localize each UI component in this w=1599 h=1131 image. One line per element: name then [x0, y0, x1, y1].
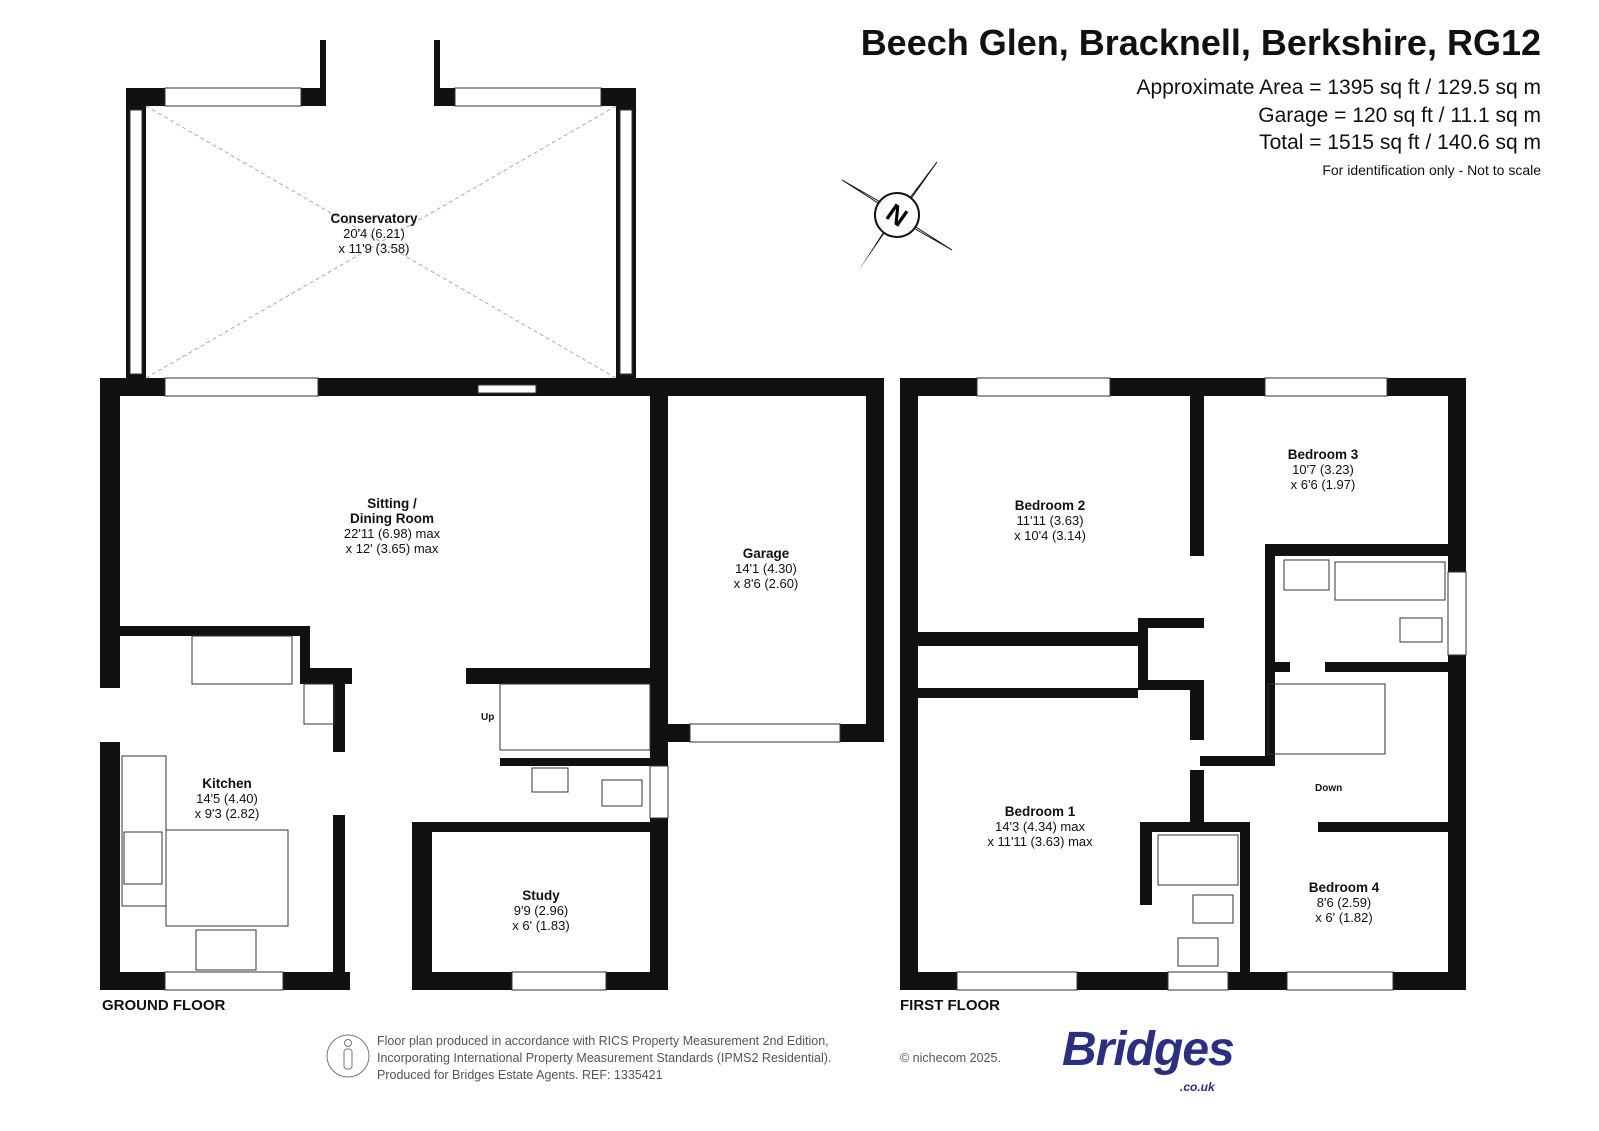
- first-floor-label: FIRST FLOOR: [900, 997, 1000, 1014]
- walls: [100, 40, 1466, 990]
- wall: [1325, 662, 1448, 672]
- wall: [300, 626, 310, 672]
- fixture: [1283, 559, 1330, 591]
- footer-line-1: Floor plan produced in accordance with R…: [377, 1034, 829, 1048]
- fixture: [499, 683, 651, 751]
- wall: [1190, 396, 1204, 556]
- fixture: [1192, 894, 1234, 924]
- window: [454, 87, 602, 107]
- window: [164, 377, 319, 397]
- window: [976, 377, 1111, 397]
- fixture: [1267, 683, 1386, 755]
- wall: [650, 378, 668, 990]
- footer-line-3: Produced for Bridges Estate Agents. REF:…: [377, 1068, 663, 1082]
- wall: [1190, 770, 1204, 822]
- scale-note: For identification only - Not to scale: [1322, 162, 1541, 178]
- wall: [1265, 672, 1275, 756]
- footer-line-2: Incorporating International Property Mea…: [377, 1051, 832, 1065]
- fixture: [1177, 937, 1219, 967]
- approximate-area: Approximate Area = 1395 sq ft / 129.5 sq…: [1136, 76, 1542, 99]
- window: [511, 971, 607, 991]
- wall: [333, 684, 345, 752]
- bridges-logo-domain: .co.uk: [1180, 1080, 1215, 1094]
- wall: [900, 378, 918, 990]
- wall: [1318, 822, 1448, 832]
- window: [1264, 377, 1388, 397]
- wall: [1140, 822, 1152, 905]
- wall: [100, 378, 120, 688]
- wall: [1265, 544, 1275, 672]
- window: [164, 971, 284, 991]
- fixture: [191, 635, 293, 685]
- wall: [1138, 680, 1204, 690]
- wall: [333, 815, 345, 972]
- fixture: [123, 831, 163, 885]
- window: [1167, 971, 1229, 991]
- wall: [300, 668, 352, 684]
- wall: [1265, 662, 1290, 672]
- fixture: [165, 829, 289, 927]
- windows: [129, 87, 1467, 991]
- garage-area: Garage = 120 sq ft / 11.1 sq m: [1258, 104, 1541, 127]
- wall: [120, 626, 310, 636]
- wall: [466, 668, 650, 684]
- scale-person-icon: [326, 1034, 370, 1078]
- window: [956, 971, 1078, 991]
- window: [164, 87, 302, 107]
- fixture: [195, 929, 257, 971]
- fixture: [601, 779, 643, 807]
- wall: [1200, 756, 1275, 766]
- fixtures: [121, 559, 1446, 971]
- wall: [412, 822, 432, 990]
- wall: [1138, 618, 1204, 628]
- window: [619, 109, 633, 375]
- stairs-down-label: Down: [1315, 783, 1343, 794]
- window: [1286, 971, 1394, 991]
- property-title: Beech Glen, Bracknell, Berkshire, RG12: [860, 22, 1541, 63]
- wall: [1140, 822, 1250, 832]
- wall: [918, 688, 1138, 698]
- fixture: [1334, 561, 1446, 601]
- window: [649, 765, 669, 819]
- wall: [320, 40, 326, 106]
- wall: [1138, 618, 1148, 690]
- footer-disclaimer: Floor plan produced in accordance with R…: [377, 1033, 831, 1084]
- wall: [918, 632, 1140, 646]
- wall: [412, 822, 650, 832]
- fixture: [1157, 834, 1239, 886]
- window: [1447, 571, 1467, 656]
- total-area: Total = 1515 sq ft / 140.6 sq m: [1259, 131, 1541, 154]
- fixture: [1399, 617, 1443, 643]
- bridges-logo: Bridges: [1062, 1023, 1235, 1076]
- stairs-up-label: Up: [481, 712, 495, 723]
- window: [129, 109, 143, 375]
- wall: [1265, 544, 1448, 556]
- ground-floor-label: GROUND FLOOR: [102, 997, 226, 1014]
- wall: [500, 758, 650, 766]
- fixture: [531, 767, 569, 793]
- fixture: [303, 683, 335, 725]
- wall: [100, 742, 120, 990]
- wall: [434, 40, 440, 106]
- wall: [1240, 822, 1250, 972]
- window: [689, 723, 841, 743]
- wall: [1448, 378, 1466, 990]
- wall: [1190, 680, 1204, 740]
- north-compass-icon: N: [841, 161, 953, 270]
- copyright: © nichecom 2025.: [900, 1051, 1001, 1065]
- window: [477, 384, 537, 394]
- wall: [866, 378, 884, 742]
